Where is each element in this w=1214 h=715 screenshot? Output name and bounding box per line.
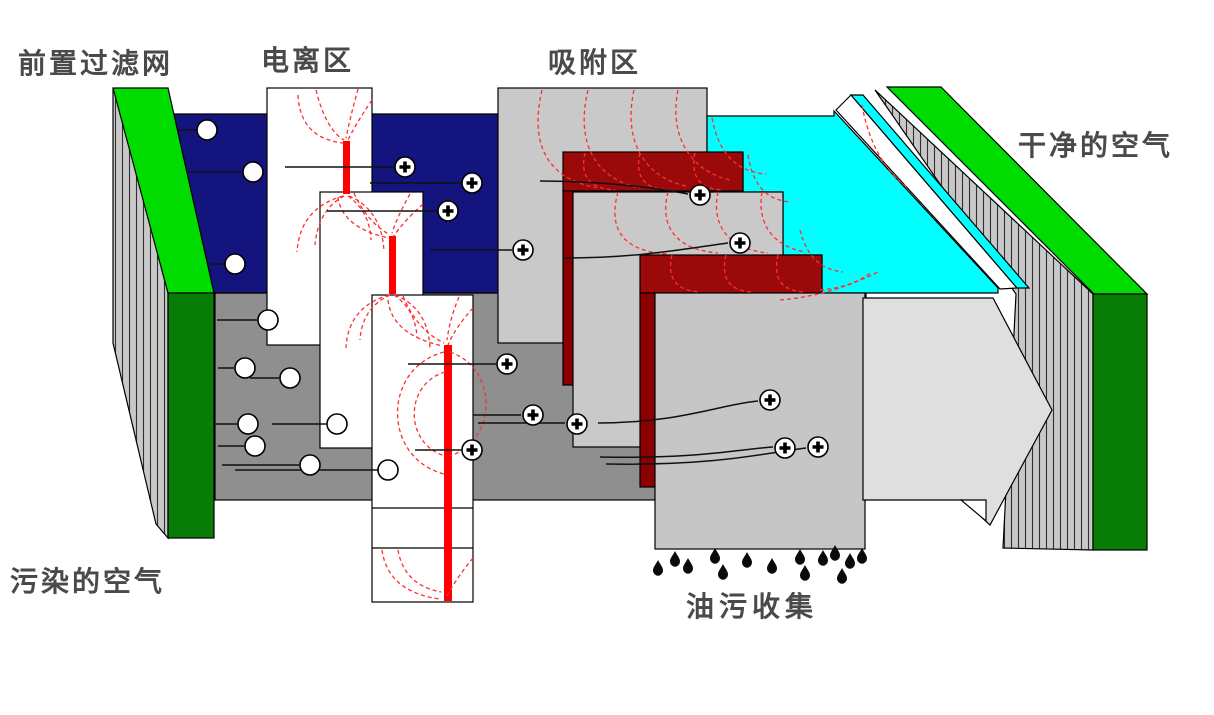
inlet-filter-frame-side (167, 292, 215, 539)
outlet-filter-frame-side (1092, 293, 1148, 551)
collector-plate-3-leg (639, 292, 656, 488)
ionizer-wire-front (444, 345, 452, 601)
label-oil-collection: 油污收集 (686, 591, 818, 622)
label-clean-air: 干净的空气 (1018, 129, 1173, 161)
arrow-notch (959, 499, 987, 523)
ionization-section (266, 87, 487, 603)
label-polluted-air: 污染的空气 (10, 565, 165, 597)
label-pre-filter: 前置过滤网 (18, 47, 173, 79)
field-lines-front-wire (381, 295, 487, 600)
label-adsorption-zone: 吸附区 (548, 47, 641, 78)
field-lines-back-wire (296, 88, 385, 253)
arrow-body (862, 297, 1053, 526)
collector-plate-3 (639, 254, 823, 294)
adsorption-plates (562, 151, 866, 550)
ionizer-wire-middle (389, 236, 396, 294)
label-ionization-zone: 电离区 (261, 44, 354, 76)
collector-plate-1 (562, 151, 744, 192)
ionizer-panel-front-frame-lines (372, 507, 473, 549)
clean-air-arrow (862, 297, 1053, 526)
field-lines-middle-wire (337, 192, 431, 349)
outlet-duct-edge (849, 94, 1031, 289)
field-lines-adsorption (537, 89, 909, 301)
collector-plate-front (654, 292, 866, 550)
ionizer-panel-front (371, 294, 474, 603)
inlet-filter (112, 87, 215, 540)
oil-droplets (653, 545, 867, 584)
